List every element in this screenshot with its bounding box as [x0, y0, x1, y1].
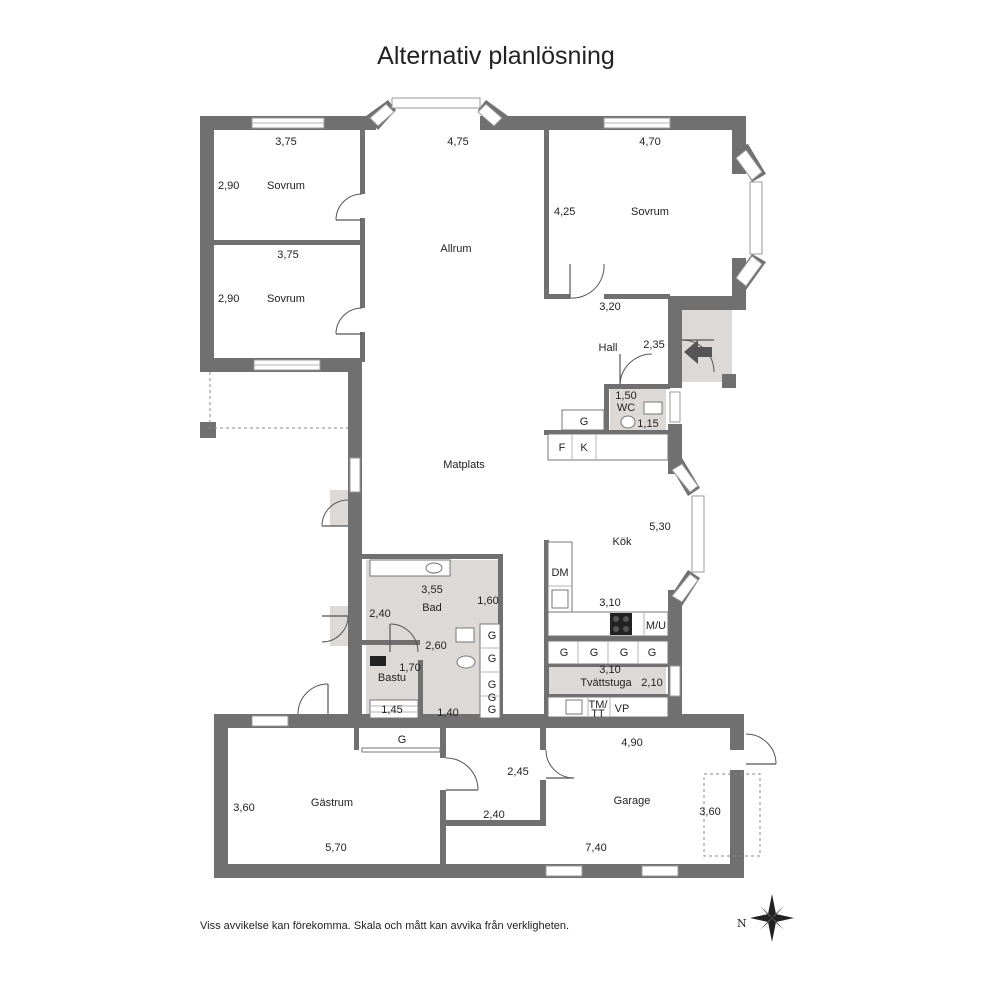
room-labels: 3,75 2,90 Sovrum 3,75 2,90 Sovrum 4,75 A… — [218, 136, 721, 854]
doors — [297, 193, 777, 791]
laundry-vp-label: VP — [615, 703, 630, 715]
gastrum-name: Gästrum — [311, 797, 353, 809]
tvattstuga-depth: 2,10 — [641, 677, 662, 689]
disclaimer-text: Viss avvikelse kan förekomma. Skala och … — [200, 920, 570, 932]
laundry-tm-label: TM/ — [589, 699, 609, 711]
bad-lower-dim1: 2,40 — [369, 608, 390, 620]
hall-width: 3,20 — [599, 301, 620, 313]
kok-name: Kök — [613, 536, 632, 548]
bath-g3: G — [488, 679, 497, 691]
gastrum-width: 5,70 — [325, 842, 346, 854]
wc-width: 1,50 — [615, 390, 636, 402]
compass-north-label: N — [737, 917, 747, 930]
sovrum2-name: Sovrum — [267, 293, 305, 305]
terrace-outline — [209, 372, 348, 429]
sovrum3-name: Sovrum — [631, 206, 669, 218]
tvattstuga-width: 3,10 — [599, 664, 620, 676]
garage-name: Garage — [614, 795, 651, 807]
bad-extra: 1,60 — [477, 595, 498, 607]
wc-name: WC — [617, 402, 635, 414]
sovrum3-depth: 4,25 — [554, 206, 575, 218]
wc-g-label: G — [580, 416, 589, 428]
laundry-g4: G — [648, 647, 657, 659]
kitchen-k-label: K — [580, 442, 588, 454]
passage-dim1: 2,45 — [507, 766, 528, 778]
sovrum1-width: 3,75 — [275, 136, 296, 148]
bastu-depth: 1,70 — [399, 662, 420, 674]
laundry-tt-label: TT — [591, 708, 605, 720]
bath-g5: G — [488, 704, 497, 716]
exterior-walls — [200, 116, 746, 878]
bastu-name: Bastu — [378, 672, 406, 684]
bath-g4: G — [488, 692, 497, 704]
bad-width: 3,55 — [421, 584, 442, 596]
sovrum3-width: 4,70 — [639, 136, 660, 148]
kitchen-dm-label: DM — [551, 567, 568, 579]
bath-g2: G — [488, 653, 497, 665]
hall-name: Hall — [599, 342, 618, 354]
bay-windows — [366, 97, 766, 606]
tvattstuga-name: Tvättstuga — [580, 677, 632, 689]
kitchen-mu-label: M/U — [646, 620, 666, 632]
garage-door-outline — [703, 773, 761, 857]
entrance-tile — [682, 310, 732, 382]
bastu-width: 1,45 — [381, 704, 402, 716]
laundry-tile — [548, 666, 666, 696]
sovrum1-name: Sovrum — [267, 180, 305, 192]
laundry-g3: G — [620, 647, 629, 659]
matplats-name: Matplats — [443, 459, 485, 471]
fixtures — [361, 401, 669, 753]
laundry-g1: G — [560, 647, 569, 659]
kok-depth: 5,30 — [649, 521, 670, 533]
passage-dim2: 2,40 — [483, 809, 504, 821]
windows — [251, 117, 681, 877]
gastrum-depth: 3,60 — [233, 802, 254, 814]
bad-depth: 2,60 — [425, 640, 446, 652]
bath-g1: G — [488, 630, 497, 642]
entrance-arrow-icon — [684, 340, 712, 364]
laundry-g2: G — [590, 647, 599, 659]
bad-name: Bad — [422, 602, 442, 614]
compass-icon — [750, 894, 794, 942]
garage-depth: 3,60 — [699, 806, 720, 818]
hall-depth: 2,35 — [643, 339, 664, 351]
hallway-g-label: G — [398, 734, 407, 746]
allrum-width: 4,75 — [447, 136, 468, 148]
sovrum2-width: 3,75 — [277, 249, 298, 261]
plan-title: Alternativ planlösning — [377, 42, 615, 70]
allrum-name: Allrum — [440, 243, 471, 255]
interior-walls — [210, 128, 678, 866]
side-entrance-tile — [330, 490, 350, 526]
garage-width2: 7,40 — [585, 842, 606, 854]
kitchen-f-label: F — [559, 442, 566, 454]
kok-width: 3,10 — [599, 597, 620, 609]
garage-width: 4,90 — [621, 737, 642, 749]
bad-lower-dim2: 1,40 — [437, 707, 458, 719]
sovrum2-depth: 2,90 — [218, 293, 239, 305]
sovrum1-depth: 2,90 — [218, 180, 239, 192]
wc-depth: 1,15 — [637, 418, 658, 430]
